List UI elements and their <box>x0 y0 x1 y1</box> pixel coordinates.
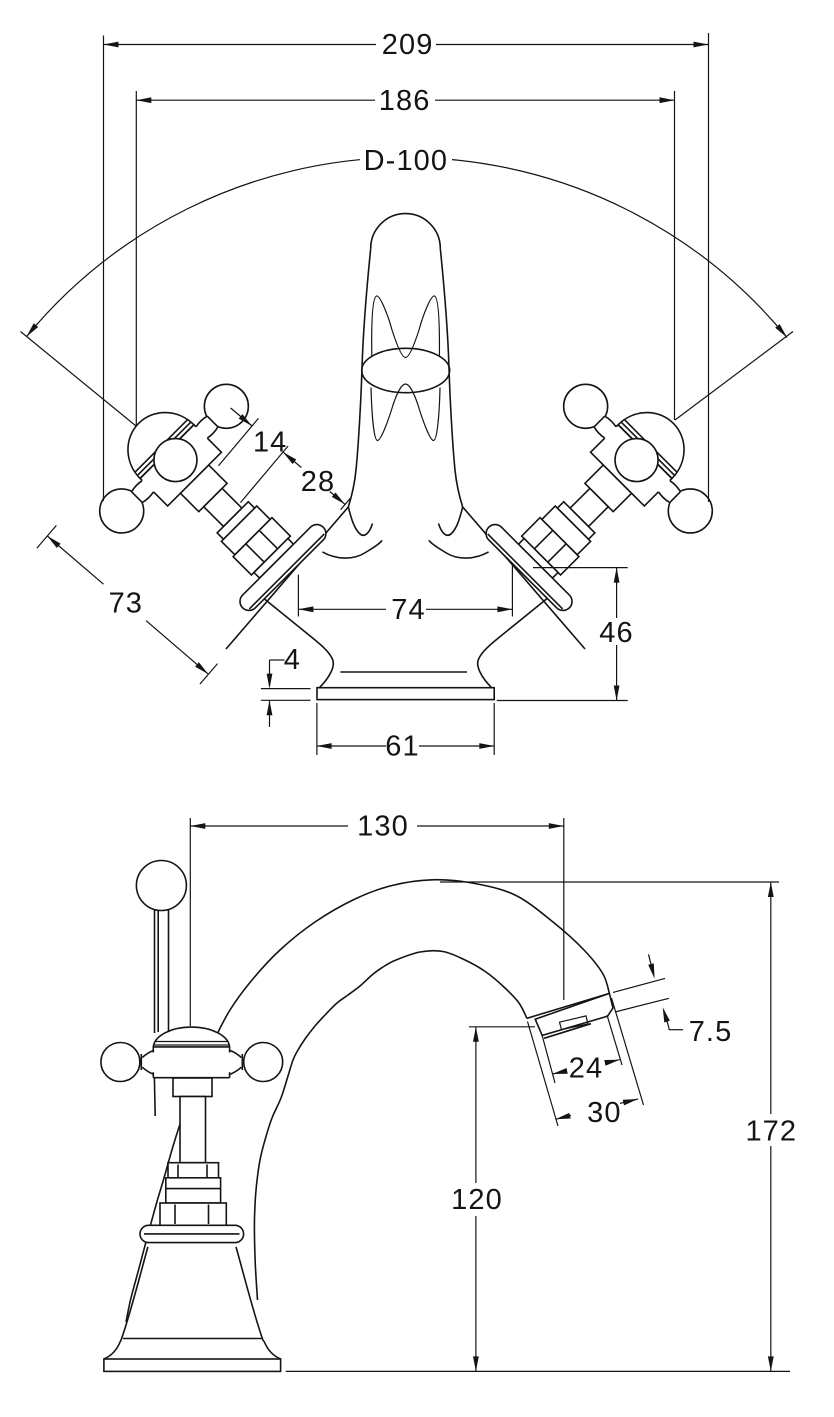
svg-text:172: 172 <box>745 1116 797 1148</box>
svg-text:D-100: D-100 <box>364 145 449 177</box>
svg-text:130: 130 <box>357 811 409 843</box>
svg-text:30: 30 <box>587 1097 621 1129</box>
svg-text:7.5: 7.5 <box>689 1016 733 1048</box>
svg-text:28: 28 <box>301 466 335 498</box>
svg-text:14: 14 <box>253 427 287 459</box>
svg-text:73: 73 <box>109 588 143 620</box>
svg-text:209: 209 <box>382 29 434 61</box>
svg-text:74: 74 <box>391 594 425 626</box>
svg-text:4: 4 <box>284 644 301 676</box>
svg-text:186: 186 <box>379 85 431 117</box>
svg-text:24: 24 <box>569 1053 603 1085</box>
svg-text:61: 61 <box>385 731 419 763</box>
svg-text:120: 120 <box>451 1184 503 1216</box>
svg-text:46: 46 <box>599 617 633 649</box>
